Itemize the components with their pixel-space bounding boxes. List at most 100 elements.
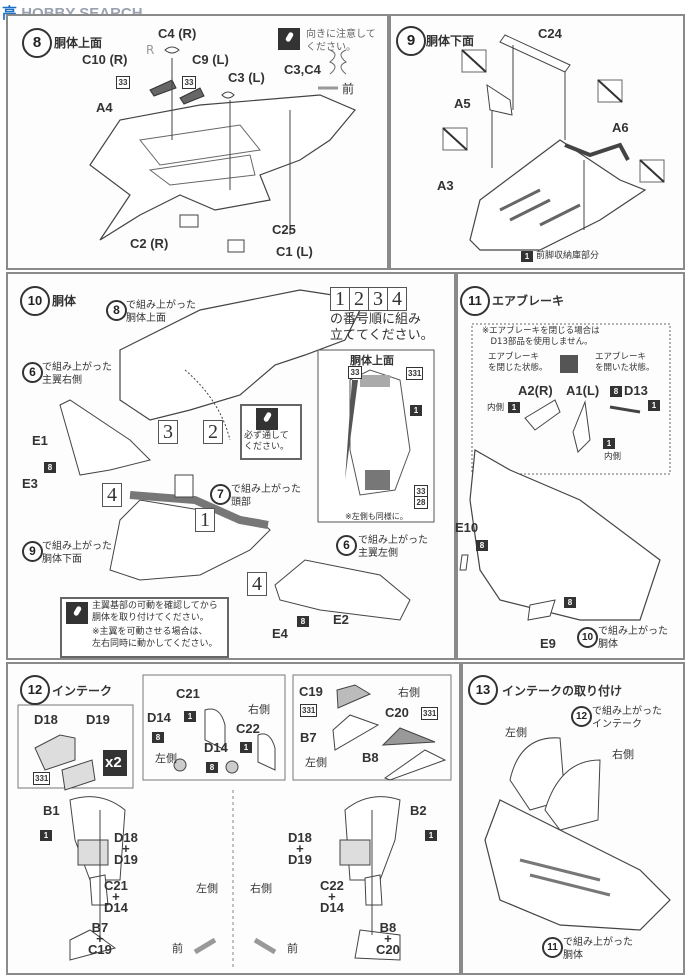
step-ref-text: で組み上がった 胴体上面 bbox=[126, 300, 196, 324]
step-ref-text: で組み上がった 主翼右側 bbox=[42, 362, 112, 386]
part-label: D13 bbox=[624, 383, 648, 398]
right-side-label: 右側 bbox=[612, 748, 634, 761]
order-number: 1 bbox=[195, 508, 215, 532]
part-label: A6 bbox=[612, 120, 629, 135]
step-ref: 8 bbox=[106, 300, 127, 321]
paint-badge: 8 bbox=[564, 597, 576, 608]
paint-badge: 1 bbox=[521, 251, 533, 262]
part-label: E9 bbox=[540, 636, 556, 651]
part-label: D18 bbox=[34, 712, 58, 727]
paint-badge: 1 bbox=[603, 438, 615, 449]
inner-side-label: 内側 bbox=[604, 452, 622, 462]
paint-badge: 331 bbox=[421, 707, 439, 720]
paint-badge: 8 bbox=[44, 462, 56, 473]
inset-footnote: ※左側も同様に。 bbox=[345, 512, 408, 521]
step-13-number: 13 bbox=[468, 675, 498, 705]
left-side-label: 左側 bbox=[505, 726, 527, 739]
order-number: 2 bbox=[203, 420, 223, 444]
part-label: C4 (R) bbox=[158, 26, 197, 41]
paint-badge: 33 bbox=[116, 76, 130, 89]
part-label: C20 bbox=[385, 705, 409, 720]
part-label: C25 bbox=[272, 222, 296, 237]
part-label: E4 bbox=[272, 626, 288, 641]
part-label: R bbox=[146, 43, 155, 57]
paint-badge: 1 bbox=[508, 402, 520, 413]
paint-badge: 8 bbox=[152, 732, 164, 743]
caution-icon bbox=[256, 408, 278, 430]
right-side-label: 右側 bbox=[250, 882, 272, 895]
open-state-label: エアブレーキ を開いた状態。 bbox=[595, 352, 655, 373]
step-ref: 9 bbox=[22, 541, 43, 562]
part-label: A2(R) bbox=[518, 383, 553, 398]
part-label: B2 bbox=[410, 803, 427, 818]
step-ref: 6 bbox=[22, 362, 43, 383]
order-instruction: の番号順に組み 立ててください。 bbox=[330, 312, 434, 343]
must-pass-text: 必ず通して ください。 bbox=[244, 431, 290, 452]
part-label: E1 bbox=[32, 433, 48, 448]
part-label: D19 bbox=[86, 712, 110, 727]
step-ref-text: で組み上がった 胴体下面 bbox=[42, 541, 112, 565]
caution-icon bbox=[278, 28, 300, 50]
part-label: C2 (R) bbox=[130, 236, 169, 251]
step-ref-text: で組み上がった 胴体 bbox=[598, 626, 668, 650]
part-label: B7 + C19 bbox=[88, 920, 112, 957]
paint-badge: 8 bbox=[610, 386, 622, 397]
wing-note-line1: 主翼基部の可動を確認してから 胴体を取り付けてください。 bbox=[92, 601, 218, 623]
closed-state-label: エアブレーキ を閉じた状態。 bbox=[488, 352, 548, 373]
right-side-label: 右側 bbox=[398, 686, 420, 699]
step-9-title: 胴体下面 bbox=[426, 34, 475, 48]
paint-badge: 28 bbox=[414, 496, 428, 509]
step-ref-text: で組み上がった 頭部 bbox=[231, 484, 301, 508]
part-label: B7 bbox=[300, 730, 317, 745]
paint-badge: 1 bbox=[240, 742, 252, 753]
part-label: D14 bbox=[147, 710, 171, 725]
part-label: E2 bbox=[333, 612, 349, 627]
step-8-number: 8 bbox=[22, 28, 52, 58]
step-ref: 12 bbox=[571, 706, 592, 727]
part-label: C21 bbox=[176, 686, 200, 701]
part-label: B1 bbox=[43, 803, 60, 818]
paint-badge: 331 bbox=[33, 772, 51, 785]
paint-badge: 33 bbox=[348, 366, 362, 379]
paint-badge: 331 bbox=[406, 367, 424, 380]
paint-badge: 331 bbox=[300, 704, 318, 717]
step-ref-text: で組み上がった インテーク bbox=[592, 706, 662, 730]
step-ref-text: で組み上がった 胴体 bbox=[563, 937, 633, 961]
step-10-number: 10 bbox=[20, 286, 50, 316]
step-11-number: 11 bbox=[460, 286, 490, 316]
paint-badge: 8 bbox=[297, 616, 309, 627]
part-label: E10 bbox=[455, 520, 479, 535]
part-label: C22 bbox=[236, 721, 260, 736]
step-9-number: 9 bbox=[396, 26, 426, 56]
quantity-multiplier: x2 bbox=[105, 754, 122, 771]
part-label: E3 bbox=[22, 476, 38, 491]
part-label: D14 bbox=[204, 740, 228, 755]
order-number: 3 bbox=[158, 420, 178, 444]
wing-note bbox=[60, 597, 229, 658]
part-label: A5 bbox=[454, 96, 471, 111]
part-label: C24 bbox=[538, 26, 562, 41]
front-label: 前 bbox=[287, 942, 298, 955]
paint-badge: 8 bbox=[476, 540, 488, 551]
paint-badge: 1 bbox=[425, 830, 437, 841]
paint-badge: 1 bbox=[40, 830, 52, 841]
step-13-title: インテークの取り付け bbox=[502, 684, 623, 698]
part-label: C9 (L) bbox=[192, 52, 229, 67]
paint-badge: 1 bbox=[410, 405, 422, 416]
caution-icon bbox=[66, 602, 88, 624]
step-11-title: エアブレーキ bbox=[492, 294, 565, 308]
left-side-label: 左側 bbox=[196, 882, 218, 895]
part-label: C10 (R) bbox=[82, 52, 128, 67]
order-number: 4 bbox=[102, 483, 122, 507]
inset-title: 胴体上面 bbox=[350, 354, 394, 367]
part-label: C21 + D14 bbox=[104, 878, 128, 915]
step-12-title: インテーク bbox=[52, 684, 113, 698]
paint-badge: 1 bbox=[648, 400, 660, 411]
paint-badge: 8 bbox=[206, 762, 218, 773]
airbrake-note: ※エアブレーキを閉じる場合は D13部品を使用しません。 bbox=[482, 326, 600, 347]
